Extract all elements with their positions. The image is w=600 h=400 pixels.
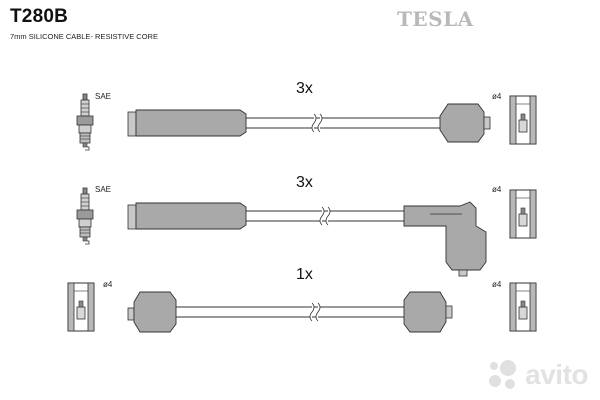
watermark-text: avito	[525, 359, 588, 390]
row1-left-terminal	[127, 111, 137, 137]
row3-quantity: 1x	[296, 266, 313, 283]
row2-quantity: 3x	[296, 174, 313, 191]
row1-right-boot	[439, 103, 485, 143]
part-code: T280B	[10, 6, 69, 27]
row2-left-boot	[135, 202, 247, 230]
row3-right-boot	[403, 291, 447, 333]
row3-left-label: ø4	[103, 280, 113, 289]
row1-cap-terminal-icon	[509, 95, 537, 145]
row2-spark-plug-icon	[76, 187, 94, 245]
row2-left-terminal	[127, 204, 137, 230]
brand-logo: TESLA	[397, 7, 474, 31]
row3-left-cap-terminal-icon	[67, 282, 95, 332]
cable-description: 7mm SILICONE CABLE- RESISTIVE CORE	[10, 32, 158, 41]
row3-right-label: ø4	[492, 280, 502, 289]
avito-dots-icon	[489, 360, 517, 389]
row1-left-boot	[135, 109, 247, 137]
watermark: avito	[485, 358, 588, 392]
row1-spark-plug-icon	[76, 93, 94, 151]
row2-cap-terminal-icon	[509, 189, 537, 239]
row2-angled-boot	[403, 201, 487, 271]
row2-left-label: SAE	[95, 185, 112, 194]
row3-right-cap-terminal-icon	[509, 282, 537, 332]
row3-left-boot	[133, 291, 177, 333]
row2-right-label: ø4	[492, 185, 502, 194]
row1-left-label: SAE	[95, 92, 112, 101]
row1-right-label: ø4	[492, 92, 502, 101]
row1-quantity: 3x	[296, 80, 313, 97]
